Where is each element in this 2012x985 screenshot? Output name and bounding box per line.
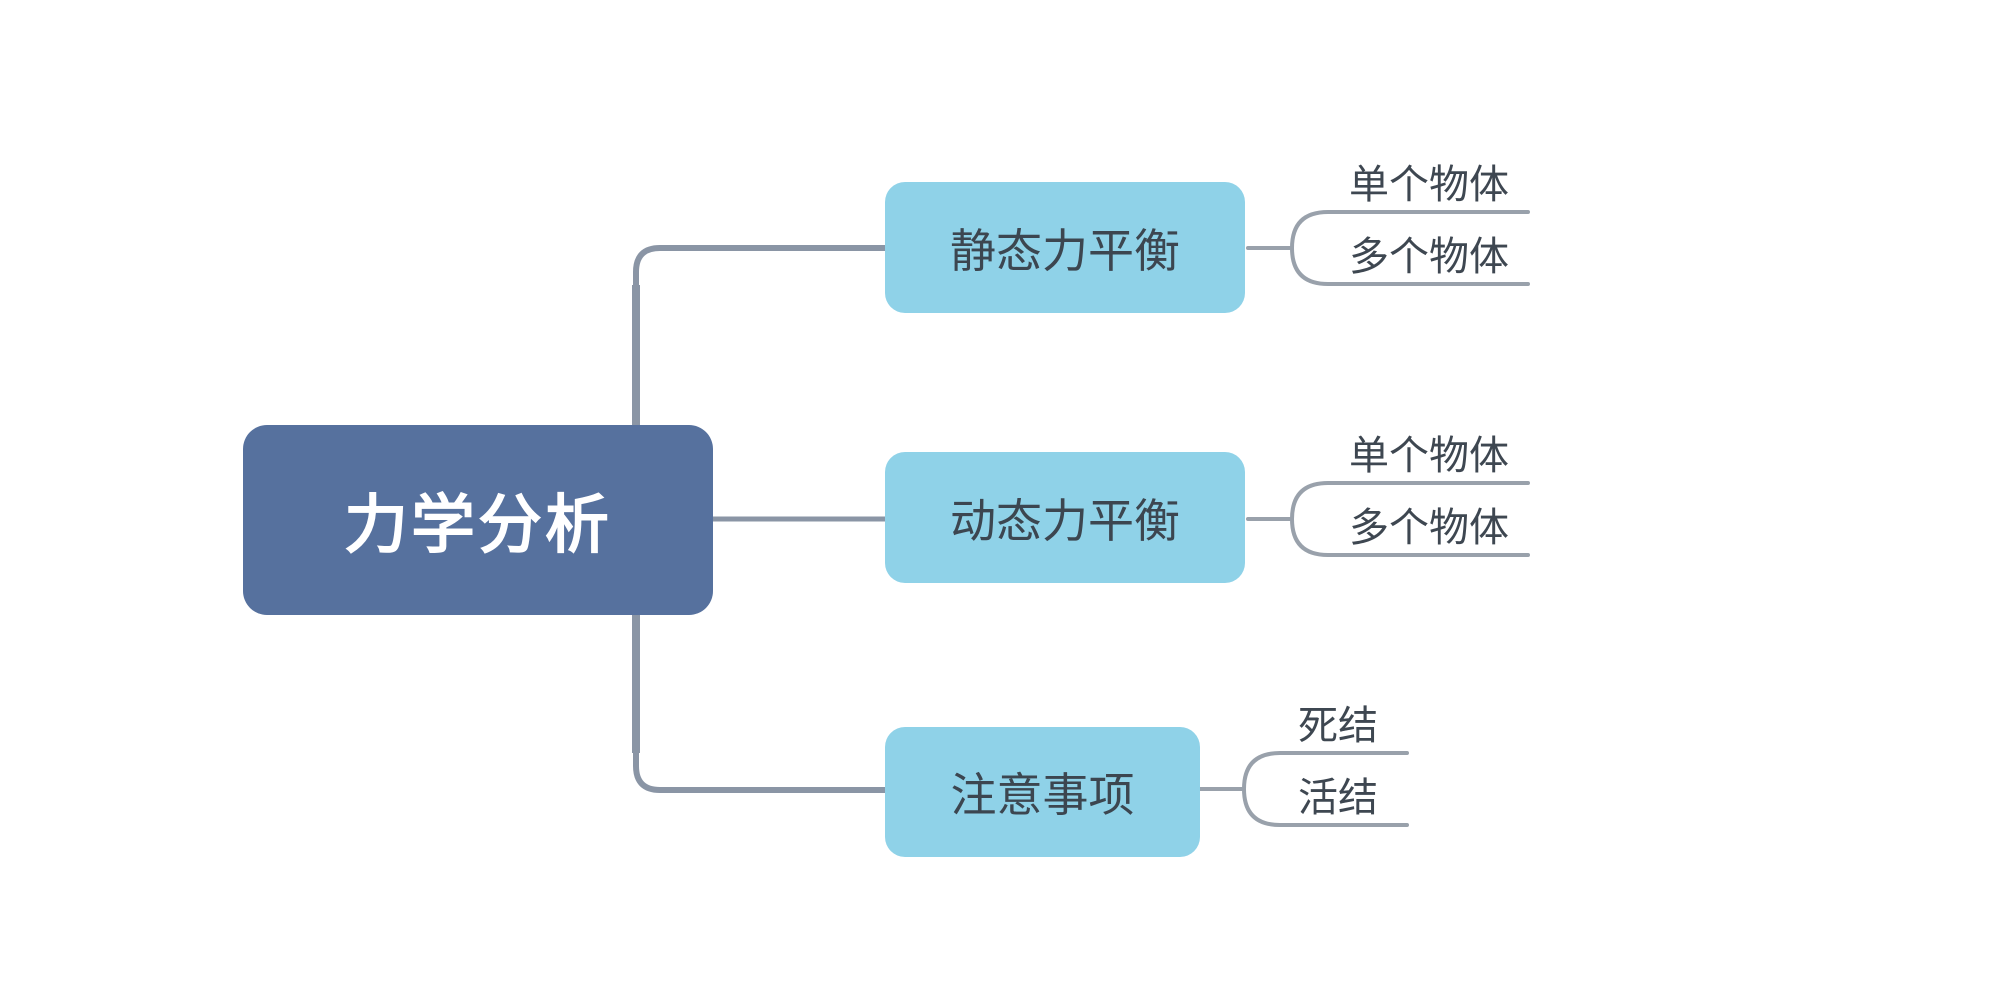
- branch-topic-label: 注意事项: [950, 769, 1135, 821]
- branch-connector-bottom: [633, 612, 888, 793]
- leaf-topic[interactable]: 多个物体: [1349, 235, 1509, 279]
- leaf-topic[interactable]: 死结: [1298, 704, 1378, 748]
- leaf-bracket-middle: [1289, 481, 1530, 557]
- root-topic[interactable]: 力学分析: [243, 425, 713, 615]
- branch-topic-static-balance[interactable]: 静态力平衡: [885, 182, 1245, 313]
- branch-topic-notes[interactable]: 注意事项: [885, 727, 1200, 857]
- branch-topic-dynamic-balance[interactable]: 动态力平衡: [885, 452, 1245, 583]
- leaf-topic[interactable]: 活结: [1298, 776, 1378, 820]
- leaf-topic[interactable]: 单个物体: [1349, 163, 1509, 207]
- leaf-bracket-bottom: [1241, 751, 1409, 827]
- leaf-bracket-top: [1289, 210, 1530, 286]
- branch-connector-top: [633, 245, 888, 428]
- leaf-topic[interactable]: 单个物体: [1349, 434, 1509, 478]
- branch-topic-label: 静态力平衡: [950, 224, 1180, 277]
- root-topic-label: 力学分析: [344, 489, 612, 561]
- leaf-topic[interactable]: 多个物体: [1349, 506, 1509, 550]
- branch-topic-label: 动态力平衡: [950, 494, 1180, 547]
